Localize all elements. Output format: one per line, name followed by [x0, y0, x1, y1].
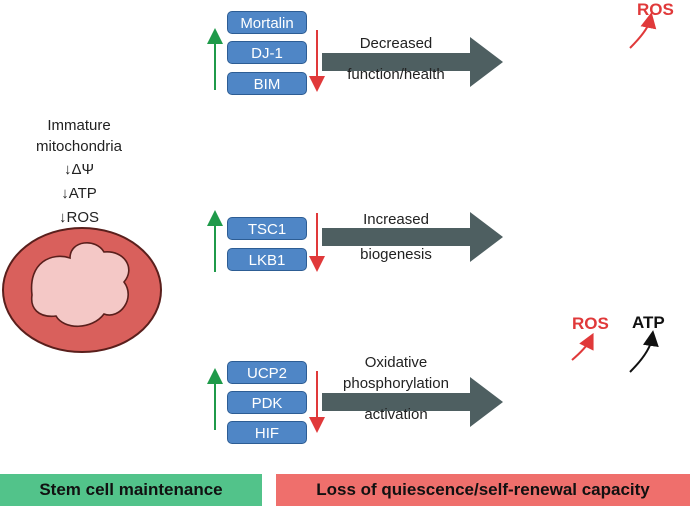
atp-arrow-row3 — [629, 330, 659, 373]
arrow-label-row1-line1: Decreased — [359, 35, 433, 52]
gene-box-hif: HIF — [227, 421, 307, 444]
arrow-label-row3-line1: Oxidative — [364, 354, 428, 371]
gene-box-dj1: DJ-1 — [227, 41, 307, 64]
banner-loss-of-quiescence: Loss of quiescence/self-renewal capacity — [276, 474, 690, 506]
immature-title-line1: Immature — [47, 117, 111, 134]
gene-box-mortalin: Mortalin — [227, 11, 307, 34]
ros-label-row3: ROS — [572, 314, 609, 333]
gene-box-ucp2: UCP2 — [227, 361, 307, 384]
arrow-label-row2-line1: Increased — [363, 211, 429, 228]
immature-mitochondrion — [2, 227, 162, 353]
immature-item-membrane-potential: ↓ΔΨ — [63, 161, 95, 178]
banner-stem-cell-maintenance: Stem cell maintenance — [0, 474, 262, 506]
gene-box-tsc1: TSC1 — [227, 217, 307, 240]
ros-arrow-row3 — [571, 332, 594, 361]
arrow-label-row3-line2: phosphorylation — [343, 375, 449, 392]
gene-box-lkb1: LKB1 — [227, 248, 307, 271]
immature-title-line2: mitochondria — [36, 138, 122, 155]
ros-label-row1: ROS — [637, 0, 674, 19]
arrow-label-row3-line3: activation — [364, 406, 428, 423]
gene-box-pdk: PDK — [227, 391, 307, 414]
arrow-label-row1-line2: function/health — [347, 66, 445, 83]
atp-label-row3: ATP — [632, 313, 665, 332]
big-arrow-row2 — [322, 212, 503, 262]
immature-item-ros: ↓ROS — [58, 209, 99, 226]
big-arrow-row1 — [322, 37, 503, 87]
ros-arrow-row1 — [629, 12, 657, 49]
immature-item-atp: ↓ATP — [61, 185, 97, 202]
arrow-label-row2-line2: biogenesis — [360, 246, 432, 263]
gene-box-bim: BIM — [227, 72, 307, 95]
big-arrow-row3 — [322, 377, 503, 427]
